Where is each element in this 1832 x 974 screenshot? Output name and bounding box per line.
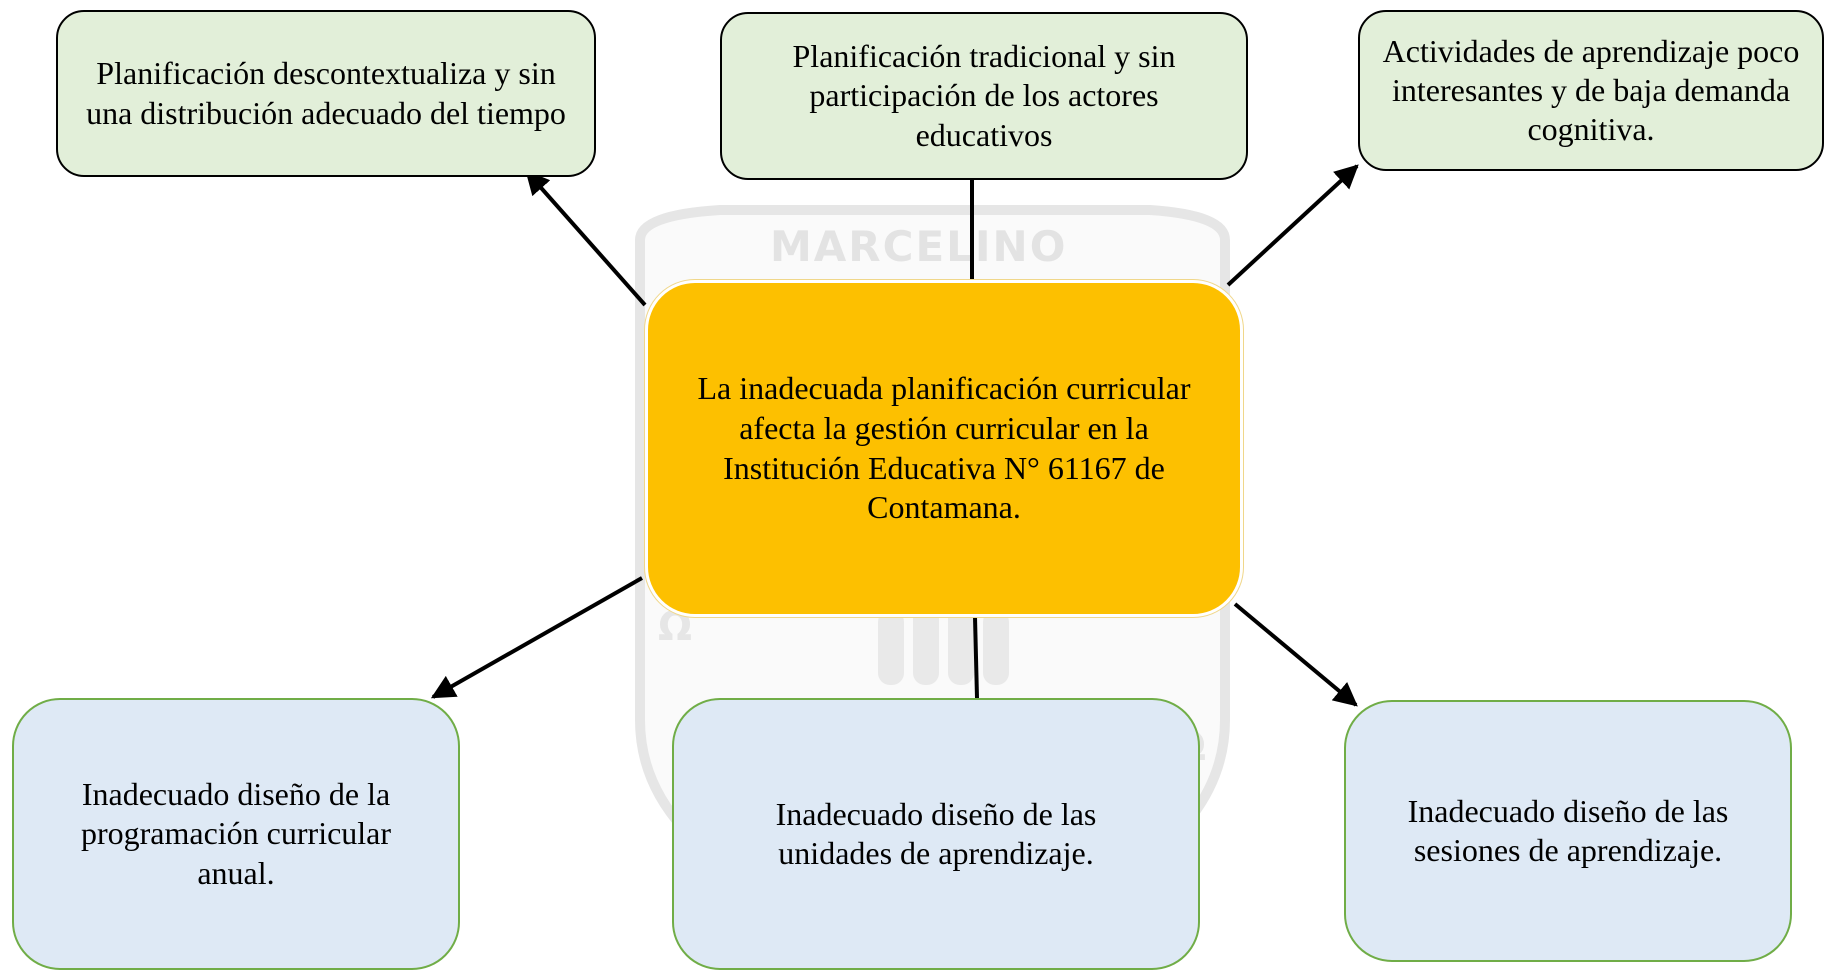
cause-box-3: Inadecuado diseño de las sesiones de apr… [1344, 700, 1792, 962]
cause-text-2: Inadecuado diseño de las unidades de apr… [775, 795, 1097, 871]
central-problem-text: La inadecuada planificación curricular a… [697, 370, 1191, 526]
arrow-to-cause-1 [430, 576, 643, 699]
effect-text-2: Planificación tradicional y sin particip… [792, 38, 1176, 153]
line-to-cause-2 [973, 616, 979, 699]
effect-text-1: Planificación descontextualiza y sin una… [86, 55, 566, 131]
effect-box-1: Planificación descontextualiza y sin una… [56, 10, 596, 177]
central-problem-box: La inadecuada planificación curricular a… [645, 280, 1243, 617]
cause-box-2: Inadecuado diseño de las unidades de apr… [672, 698, 1200, 970]
effect-text-3: Actividades de aprendizaje poco interesa… [1382, 32, 1800, 148]
arrow-to-effect-3 [1226, 164, 1359, 287]
cause-text-3: Inadecuado diseño de las sesiones de apr… [1407, 792, 1729, 868]
watermark-text: MARCELINO [770, 222, 1068, 271]
effect-box-3: Actividades de aprendizaje poco interesa… [1358, 10, 1824, 171]
cause-text-1: Inadecuado diseño de la programación cur… [80, 776, 392, 891]
cause-box-1: Inadecuado diseño de la programación cur… [12, 698, 460, 970]
arrow-to-effect-1 [525, 170, 647, 307]
effect-box-2: Planificación tradicional y sin particip… [720, 12, 1248, 180]
arrow-to-cause-3 [1233, 602, 1358, 707]
